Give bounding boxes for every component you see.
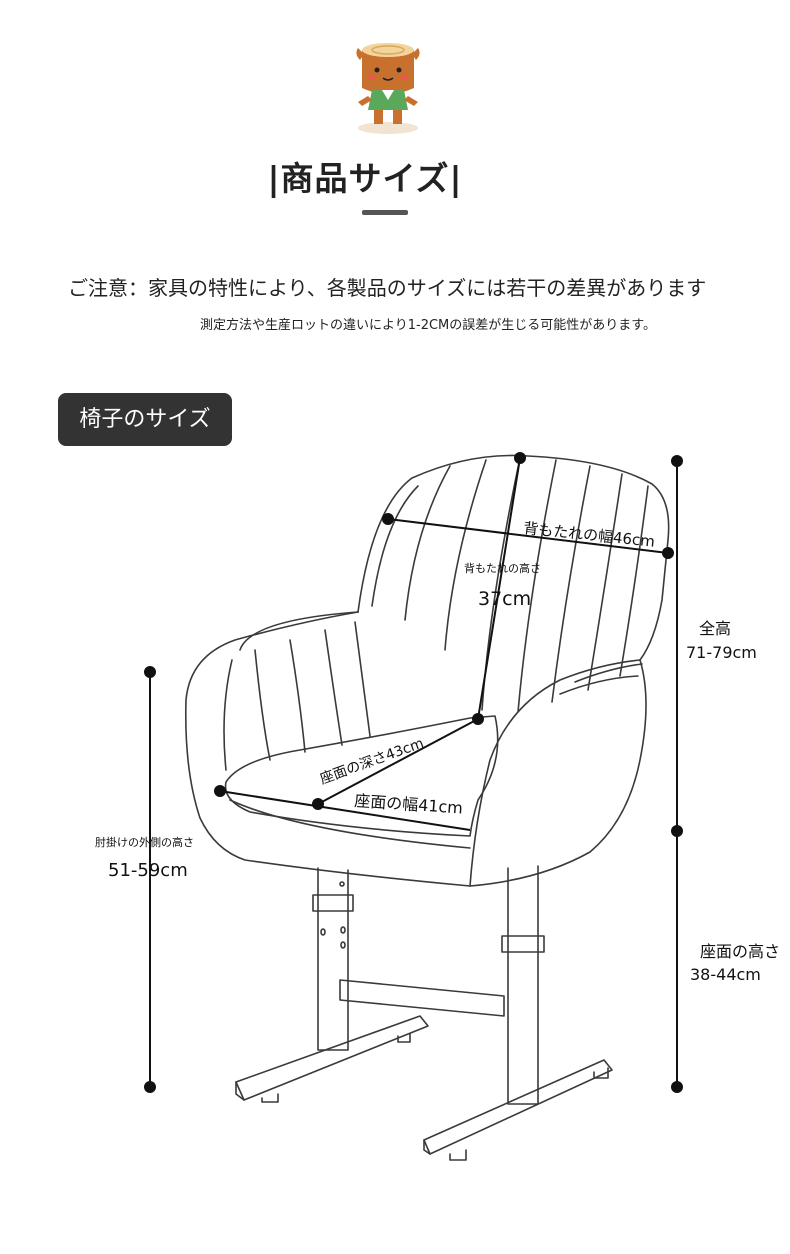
section-badge: 椅子のサイズ	[58, 393, 232, 446]
right-armrest-outline	[469, 659, 641, 887]
left-leg	[317, 867, 349, 1051]
seat-height-value: 38-44cm	[690, 965, 761, 984]
right-foot	[423, 1059, 613, 1155]
backrest-height-line	[477, 457, 521, 720]
page-title: |商品サイズ|	[267, 159, 463, 198]
tree-stump-mascot-icon	[348, 38, 428, 136]
left-foot	[235, 1015, 429, 1101]
backrest-width-label: 背もたれの幅46cm	[523, 519, 656, 551]
seat-cushion-outline	[224, 715, 499, 837]
backrest-height-label: 背もたれの高さ	[464, 561, 541, 575]
seat-width-line	[219, 790, 471, 831]
total-height-label: 全高	[699, 619, 731, 638]
right-leg	[507, 865, 539, 1105]
chair-illustration: 背もたれの幅46cm 背もたれの高さ 37cm 全高 71-79cm 座面の深さ…	[95, 452, 780, 1161]
seat-depth-line	[317, 718, 479, 805]
total-height-value: 71-79cm	[686, 643, 757, 662]
crossbar	[339, 979, 505, 1017]
armrest-height-label: 肘掛けの外側の高さ	[95, 835, 194, 849]
backrest-outline	[357, 454, 670, 661]
notice-text: ご注意：家具の特性により、各製品のサイズには若干の差異があります	[68, 276, 707, 300]
title-underline	[362, 210, 408, 215]
armrest-height-value: 51-59cm	[108, 860, 188, 881]
seat-height-label: 座面の高さ	[700, 942, 780, 961]
backrest-width-line	[387, 518, 669, 554]
notice-subtext: 測定方法や生産ロットの違いにより1-2CMの誤差が生じる可能性があります。	[200, 318, 656, 333]
backrest-height-value: 37cm	[478, 588, 531, 610]
